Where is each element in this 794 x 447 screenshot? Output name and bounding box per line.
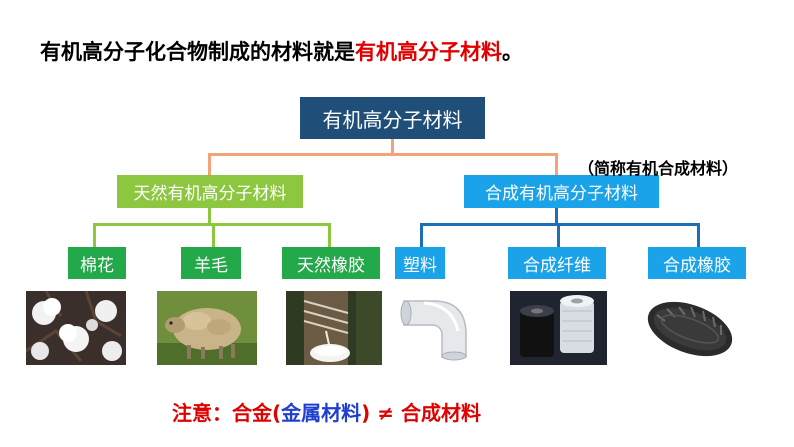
connector-to-synthetic-rubber — [697, 223, 700, 247]
cotton-photo — [26, 291, 126, 365]
connector-synthetic-horizontal — [420, 223, 700, 226]
node-natural: 天然有机高分子材料 — [117, 175, 303, 208]
connector-to-synthetic — [555, 153, 558, 175]
synthetic-note: （简称有机合成材料） — [578, 159, 739, 178]
connector-root-horizontal — [208, 153, 558, 156]
heading-prefix: 有机高分子化合物制成的材料就是 — [40, 40, 355, 64]
node-wool: 羊毛 — [181, 247, 241, 279]
rubber-tree-photo — [286, 291, 382, 365]
node-natural-rubber: 天然橡胶 — [282, 247, 380, 279]
tire-photo — [635, 291, 745, 365]
alloy-notice: 注意：合金(金属材料) ≠ 合成材料 — [172, 397, 481, 426]
node-synthetic-fiber: 合成纤维 — [508, 247, 606, 279]
sheep-photo — [157, 291, 257, 365]
notice-part1: 注意：合金( — [172, 401, 282, 425]
pipe-elbow-photo — [394, 291, 491, 365]
connector-to-wool — [212, 223, 215, 247]
notice-part3: ) ≠ 合成材料 — [361, 401, 481, 425]
heading-suffix: 。 — [502, 40, 523, 64]
connector-to-synthetic-fiber — [557, 223, 560, 247]
connector-natural-down — [208, 208, 211, 225]
node-synthetic: 合成有机高分子材料 — [464, 175, 659, 208]
heading-highlight: 有机高分子材料 — [355, 40, 502, 64]
connector-synthetic-down — [555, 208, 558, 225]
connector-root-down — [391, 139, 394, 155]
notice-metal-material: 金属材料 — [281, 401, 362, 425]
connector-to-plastic — [420, 223, 423, 247]
connector-to-natural — [208, 153, 211, 175]
node-synthetic-rubber: 合成橡胶 — [648, 247, 746, 279]
node-cotton: 棉花 — [68, 247, 126, 279]
slide-heading: 有机高分子化合物制成的材料就是有机高分子材料。 — [40, 36, 523, 66]
fiber-spools-photo — [510, 291, 607, 365]
node-root: 有机高分子材料 — [300, 97, 485, 139]
node-plastic: 塑料 — [395, 247, 445, 279]
connector-to-natural-rubber — [328, 223, 331, 247]
connector-to-cotton — [93, 223, 96, 247]
